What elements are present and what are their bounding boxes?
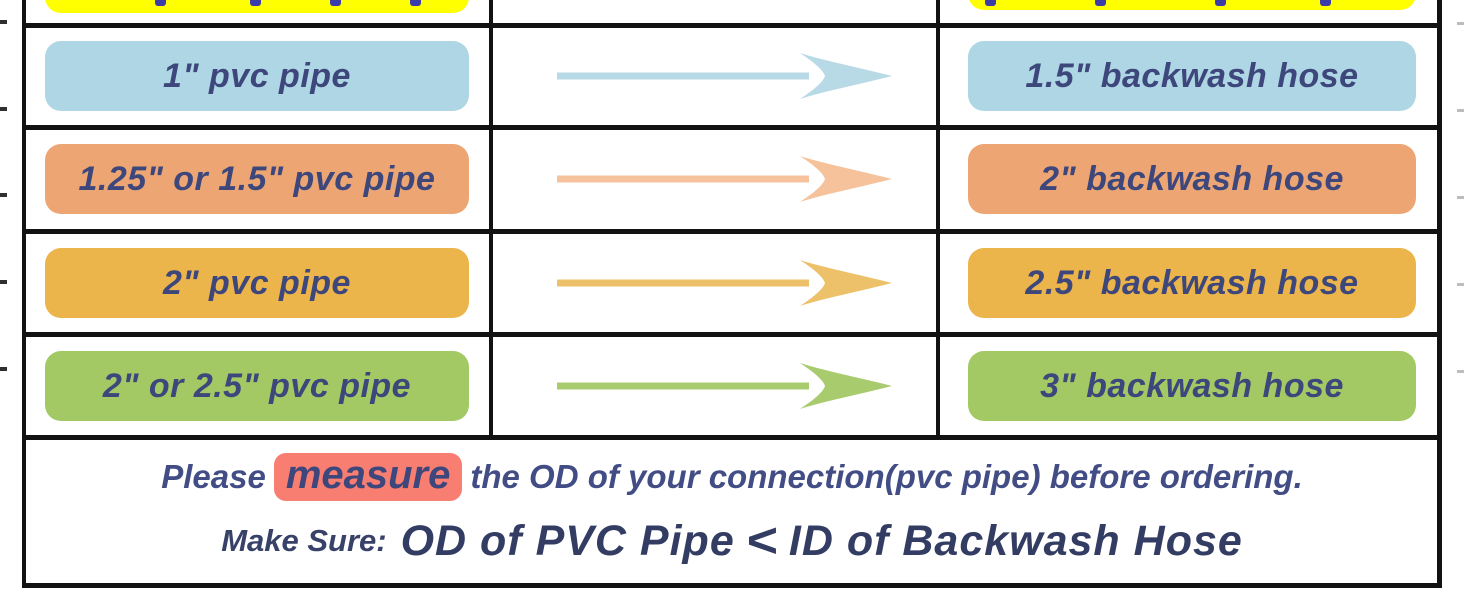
pipe-size-box: 1.25" or 1.5" pvc pipe <box>45 144 469 214</box>
arrow-right-icon <box>557 53 892 99</box>
measure-note: Please measure the OD of your connection… <box>22 448 1442 506</box>
crop-artifact <box>1457 283 1464 286</box>
crop-artifact <box>0 193 7 197</box>
make-sure-rule: Make Sure: OD of PVC Pipe < ID of Backwa… <box>22 510 1442 572</box>
cut-text-artifact <box>250 0 261 6</box>
row-divider <box>22 125 1442 130</box>
pipe-size-box: 2" or 2.5" pvc pipe <box>45 351 469 421</box>
arrow-right-icon <box>557 156 892 202</box>
crop-artifact <box>1457 22 1464 25</box>
table-border-right <box>1437 0 1442 588</box>
arrow-right-icon <box>557 363 892 409</box>
crop-artifact <box>1457 196 1464 199</box>
crop-artifact <box>0 367 7 371</box>
crop-artifact <box>1457 109 1464 112</box>
note-prefix: Please <box>161 458 266 495</box>
pipe-size-box: 1" pvc pipe <box>45 41 469 111</box>
crop-artifact <box>1457 370 1464 373</box>
table-border-bottom <box>22 583 1442 588</box>
row-divider <box>22 229 1442 234</box>
cut-text-artifact <box>985 0 996 6</box>
cut-text-artifact <box>1320 0 1331 6</box>
cut-text-artifact <box>410 0 421 6</box>
cut-text-artifact <box>330 0 341 6</box>
hose-size-box: 2.5" backwash hose <box>968 248 1416 318</box>
crop-artifact <box>0 20 7 24</box>
cut-text-artifact <box>1215 0 1226 6</box>
measure-highlight: measure <box>273 453 463 501</box>
table-border-left <box>22 0 26 588</box>
rule-label: Make Sure: <box>221 523 387 558</box>
hose-size-box: 2" backwash hose <box>968 144 1416 214</box>
cut-text-artifact <box>1095 0 1106 6</box>
crop-artifact <box>0 107 7 111</box>
hose-size-box-cutoff <box>968 0 1416 10</box>
row-divider <box>22 23 1442 28</box>
rule-left: OD of PVC Pipe <box>400 516 735 565</box>
cut-text-artifact <box>155 0 166 6</box>
column-divider <box>489 0 493 440</box>
note-suffix: the OD of your connection(pvc pipe) befo… <box>470 458 1303 495</box>
less-than-symbol: < <box>745 512 779 569</box>
hose-size-box: 3" backwash hose <box>968 351 1416 421</box>
pipe-size-box-cutoff <box>45 0 469 13</box>
hose-size-box: 1.5" backwash hose <box>968 41 1416 111</box>
crop-artifact <box>0 280 7 284</box>
arrow-right-icon <box>557 260 892 306</box>
row-divider <box>22 332 1442 337</box>
rule-right: ID of Backwash Hose <box>788 516 1243 565</box>
pipe-size-box: 2" pvc pipe <box>45 248 469 318</box>
row-divider <box>22 435 1442 440</box>
column-divider <box>936 0 940 440</box>
